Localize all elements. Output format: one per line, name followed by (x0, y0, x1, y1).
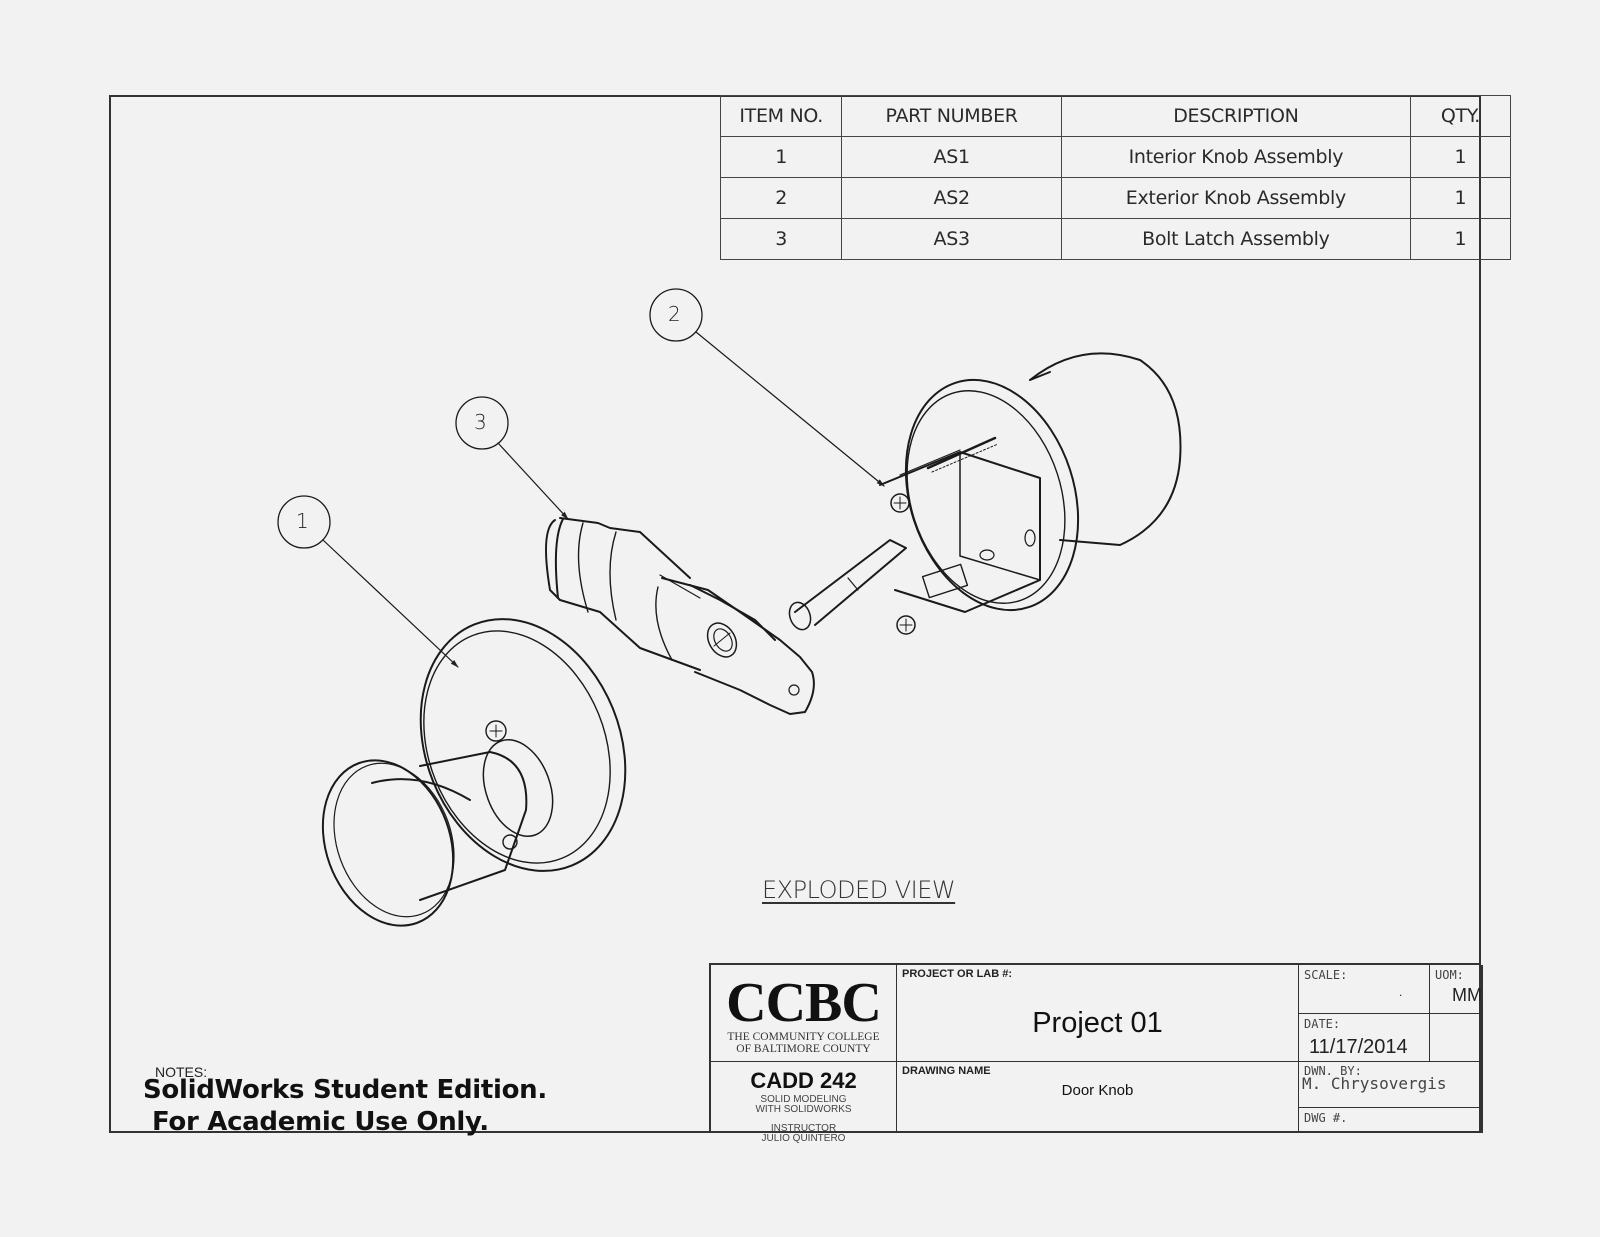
course-name-line-2: WITH SOLIDWORKS (755, 1104, 852, 1115)
bom-header-row: ITEM NO. PART NUMBER DESCRIPTION QTY. (719, 95, 1512, 137)
school-name-line-2: OF BALTIMORE COUNTY (736, 1043, 871, 1055)
bom-part-number: AS3 (841, 218, 1062, 260)
instructor: INSTRUCTOR JULIO QUINTERO (711, 1124, 896, 1144)
title-block: CCBC THE COMMUNITY COLLEGE OF BALTIMORE … (709, 963, 1483, 1144)
drawing-name-label: DRAWING NAME (902, 1065, 991, 1077)
course-name: SOLID MODELING WITH SOLIDWORKS (711, 1095, 896, 1115)
bom-description: Exterior Knob Assembly (1060, 177, 1411, 219)
course-code: CADD 242 (750, 1068, 857, 1093)
notes-label: NOTES: (155, 1064, 208, 1080)
dwg-number-label: DWG #. (1304, 1111, 1348, 1125)
bom-row: 2 AS2 Exterior Knob Assembly 1 (719, 177, 1512, 219)
exterior-knob-assembly (788, 352, 1182, 635)
notes-line-2: For Academic Use Only. (152, 1107, 489, 1137)
date-label: DATE: (1304, 1017, 1341, 1031)
drawn-by-cell: DWN. BY: M. Chrysovergis (1299, 1062, 1483, 1108)
bom-row: 3 AS3 Bolt Latch Assembly 1 (719, 218, 1512, 260)
blank-cell (1430, 1014, 1483, 1062)
bom-qty: 1 (1409, 218, 1512, 260)
bill-of-materials-table: ITEM NO. PART NUMBER DESCRIPTION QTY. 1 … (719, 95, 1512, 260)
balloon-1 (277, 495, 459, 668)
uom-value: MM (1452, 985, 1482, 1005)
ccbc-logo: CCBC (726, 972, 882, 1034)
school-name: THE COMMUNITY COLLEGE OF BALTIMORE COUNT… (711, 1031, 896, 1055)
drawing-name-cell: DRAWING NAME Door Knob (897, 1062, 1299, 1133)
project-value: Project 01 (1032, 1007, 1163, 1039)
date-value: 11/17/2014 (1309, 1036, 1408, 1058)
bom-item-no: 3 (719, 218, 843, 260)
scale-cell: SCALE: . (1299, 965, 1430, 1014)
scale-value: . (1399, 985, 1403, 999)
bom-qty: 1 (1409, 136, 1512, 178)
date-cell: DATE: 11/17/2014 (1299, 1014, 1430, 1062)
school-logo-cell: CCBC THE COMMUNITY COLLEGE OF BALTIMORE … (711, 965, 897, 1062)
project-label: PROJECT OR LAB #: (902, 968, 1013, 980)
drawn-by-label: DWN. BY: (1304, 1064, 1362, 1078)
project-cell: PROJECT OR LAB #: Project 01 (897, 965, 1299, 1062)
instructor-label: INSTRUCTOR (770, 1123, 837, 1134)
course-name-line-1: SOLID MODELING (760, 1094, 847, 1105)
school-name-line-1: THE COMMUNITY COLLEGE (727, 1031, 880, 1043)
balloon-3 (455, 396, 569, 520)
instructor-name: JULIO QUINTERO (761, 1133, 846, 1144)
balloon-2-number: 2 (668, 302, 681, 326)
scale-label: SCALE: (1304, 968, 1348, 982)
interior-knob-assembly (321, 618, 627, 927)
bom-item-no: 2 (719, 177, 843, 219)
bolt-latch-assembly (545, 517, 815, 715)
balloon-3-number: 3 (474, 410, 487, 434)
balloon-1-number: 1 (296, 509, 309, 533)
balloon-2 (649, 288, 885, 487)
bom-header-part-number: PART NUMBER (841, 95, 1062, 137)
dwg-number-cell: DWG #. (1299, 1108, 1483, 1133)
notes-line-1: SolidWorks Student Edition. (143, 1075, 547, 1105)
uom-cell: UOM: MM (1430, 965, 1483, 1014)
course-cell: CADD 242 SOLID MODELING WITH SOLIDWORKS … (711, 1062, 897, 1144)
bom-row: 1 AS1 Interior Knob Assembly 1 (719, 136, 1512, 178)
drawn-by-value: M. Chrysovergis (1302, 1074, 1447, 1093)
bom-description: Bolt Latch Assembly (1060, 218, 1411, 260)
uom-label: UOM: (1435, 968, 1464, 982)
drawing-name-value: Door Knob (1061, 1082, 1134, 1099)
view-label: EXPLODED VIEW (762, 876, 956, 904)
